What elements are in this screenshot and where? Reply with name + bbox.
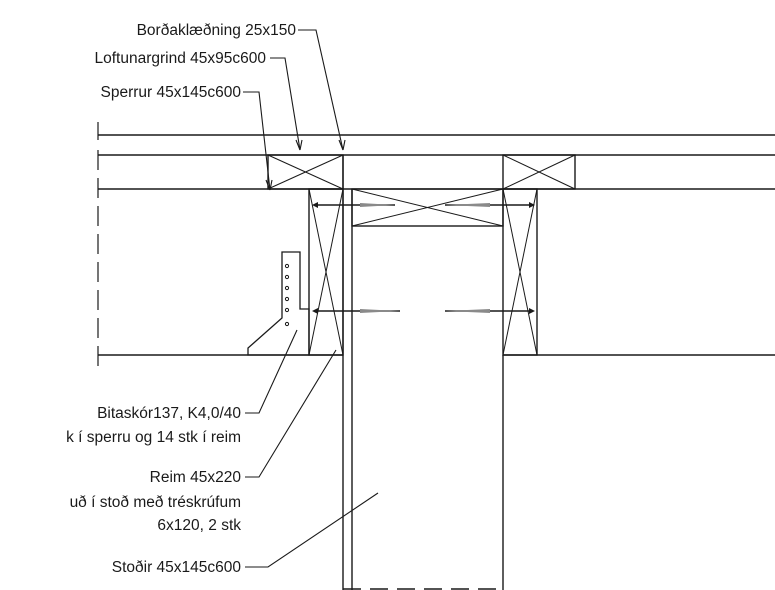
leader-bitaskor bbox=[245, 329, 298, 414]
label-reim-note-1: uð í stoð með tréskrúfum bbox=[70, 494, 241, 511]
leader-stodir bbox=[245, 492, 379, 568]
ledger-beam bbox=[351, 188, 504, 227]
ledger-block-left bbox=[308, 188, 344, 356]
leader-loftunargrind bbox=[270, 57, 303, 151]
label-reim-note-2: 6x120, 2 stk bbox=[157, 517, 241, 534]
joist-hanger-icon bbox=[247, 251, 310, 356]
leader-sperrur bbox=[243, 91, 273, 191]
ledger-block-right bbox=[502, 188, 538, 356]
label-bitaskor-note: k í sperru og 14 stk í reim bbox=[66, 429, 241, 446]
leader-reim bbox=[245, 349, 337, 478]
screw-upper-right bbox=[445, 202, 535, 208]
label-sperrur: Sperrur 45x145c600 bbox=[101, 84, 242, 101]
label-reim: Reim 45x220 bbox=[150, 469, 242, 486]
label-stodir: Stoðir 45x145c600 bbox=[112, 559, 242, 576]
label-loftunargrind: Loftunargrind 45x95c600 bbox=[95, 50, 267, 67]
cladding-boards bbox=[98, 134, 775, 156]
label-bordaklaedning: Borðaklæðning 25x150 bbox=[137, 22, 297, 39]
post-left bbox=[342, 155, 353, 590]
ventilation-batten-left bbox=[267, 154, 344, 190]
leader-bordaklaedning bbox=[298, 29, 346, 151]
screw-lower-right bbox=[445, 308, 535, 314]
screw-upper-left bbox=[312, 202, 395, 208]
ventilation-batten-right bbox=[502, 154, 576, 190]
label-bitaskor: Bitaskór137, K4,0/40 bbox=[97, 405, 241, 422]
screw-lower-left bbox=[312, 308, 400, 314]
